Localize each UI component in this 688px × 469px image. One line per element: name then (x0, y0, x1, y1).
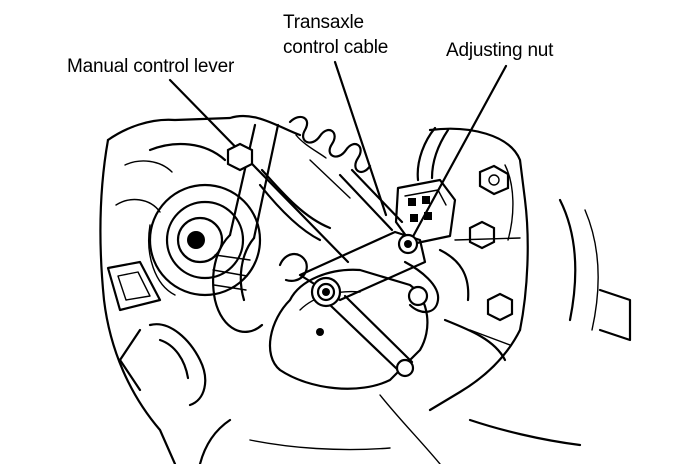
right-side-details (438, 237, 632, 346)
bolts (226, 142, 514, 322)
output-shaft-boss (148, 183, 262, 297)
leader-transaxle-control-cable (333, 60, 388, 217)
label-adjusting-nut: Adjusting nut (446, 40, 554, 61)
label-manual-control-lever: Manual control lever (67, 56, 235, 77)
connector-block (394, 126, 457, 246)
hose-clamp (106, 260, 207, 407)
manual-control-lever-arm (278, 230, 440, 378)
transaxle-housing (99, 115, 599, 466)
leader-manual-control-lever (168, 78, 350, 264)
label-transaxle-control-cable-line2: control cable (283, 37, 389, 58)
hose-pipes (212, 123, 332, 333)
transaxle-control-cable-spring (288, 115, 404, 232)
label-transaxle-control-cable-line1: Transaxle (283, 12, 364, 33)
